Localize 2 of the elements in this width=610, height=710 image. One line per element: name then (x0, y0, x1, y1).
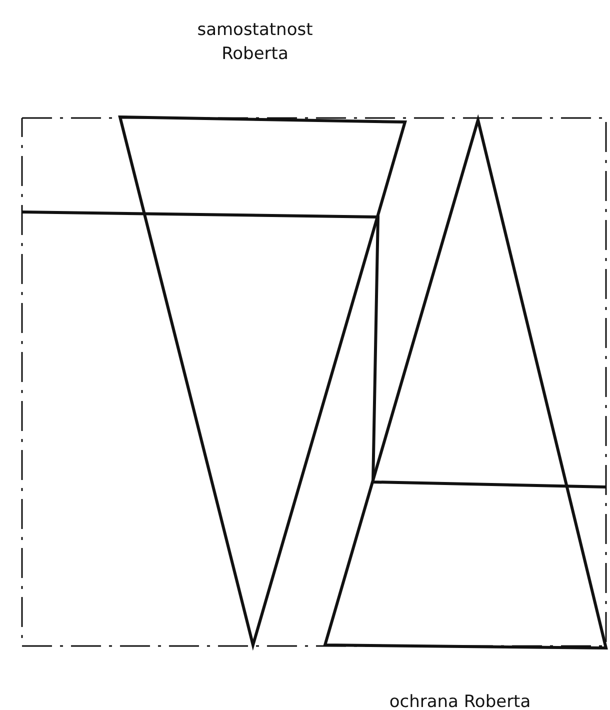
bottom-label: ochrana Roberta (388, 691, 532, 710)
top-label: samostatnost Roberta (196, 19, 314, 66)
